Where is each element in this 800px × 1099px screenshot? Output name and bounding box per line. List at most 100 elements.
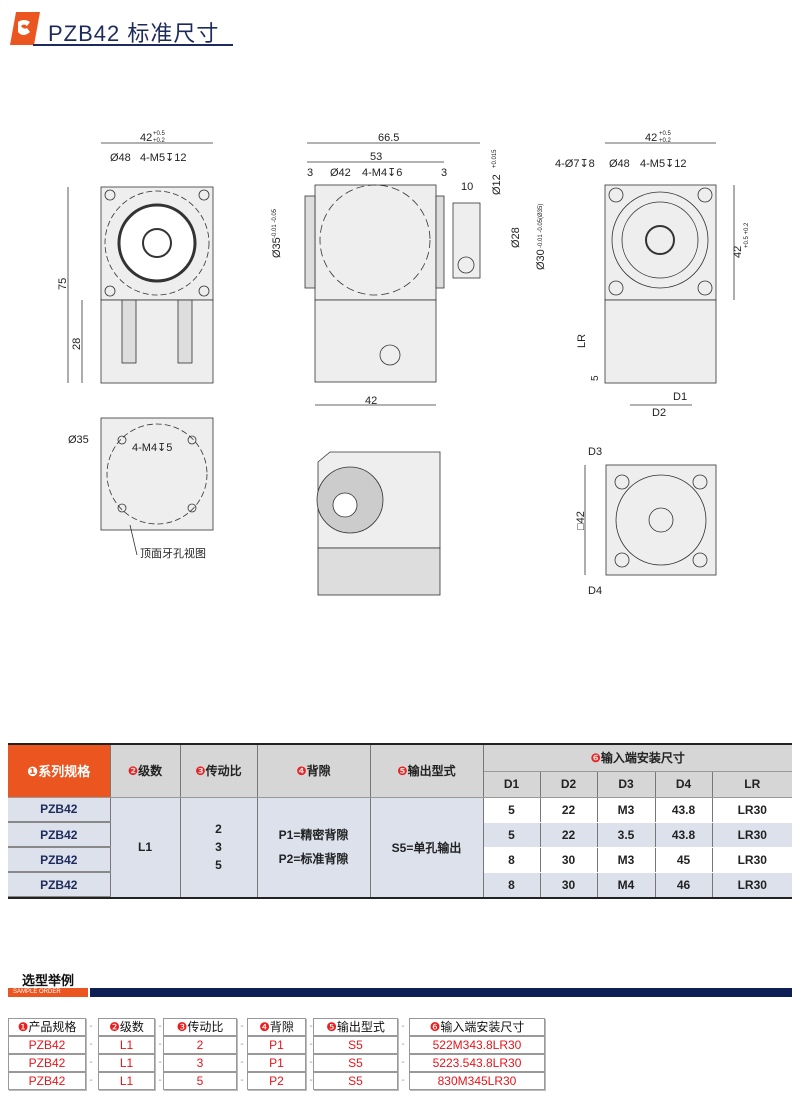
input-flange-view	[584, 464, 717, 576]
sample-header: ❷级数	[98, 1018, 155, 1036]
d1-cell: 8	[483, 872, 541, 898]
separator-dash: -	[309, 1021, 313, 1032]
sample-cell: L1	[98, 1054, 155, 1072]
separator-dash: -	[401, 1039, 405, 1050]
side-pcd-dim: Ø42	[330, 167, 351, 179]
sample-tag: SAMPLE ORDER	[8, 988, 88, 997]
separator-dash: -	[158, 1057, 162, 1068]
d3-cell: M4	[597, 872, 656, 898]
sample-header: ❶产品规格	[8, 1018, 86, 1036]
separator-dash: -	[89, 1057, 93, 1068]
right-height-tol: +0.5 +0.2	[744, 222, 750, 248]
sample-cell: PZB42	[8, 1036, 86, 1054]
side-pilot-tol: -0.01 -0.05	[272, 208, 278, 238]
input-d4-dim: D4	[588, 585, 602, 597]
sample-cell: 2	[163, 1036, 237, 1054]
separator-dash: -	[89, 1039, 93, 1050]
right-width-dim: 42	[645, 132, 657, 144]
right-width-tol-lower: +0.2	[659, 138, 672, 144]
header-stage: ❷级数	[110, 745, 181, 798]
right-holes-dim: 4-M5↧12	[640, 158, 687, 170]
lr-cell: LR30	[712, 872, 792, 898]
right-width-tol-upper: +0.5	[659, 131, 672, 137]
separator-dash: -	[240, 1075, 244, 1086]
header-input: ❻输入端安装尺寸	[483, 745, 792, 772]
sample-header: ❺输出型式	[313, 1018, 398, 1036]
header-d1: D1	[483, 771, 541, 798]
header-lr: LR	[712, 771, 792, 798]
side-d28-dim: Ø28	[510, 227, 522, 248]
sample-header: ❹背隙	[247, 1018, 306, 1036]
d4-cell: 43.8	[655, 822, 713, 848]
right-view	[604, 142, 735, 406]
side-d30-dim: Ø30	[535, 249, 547, 270]
separator-dash: -	[158, 1075, 162, 1086]
d3-cell: M3	[597, 847, 656, 873]
backlash-value: P1=精密背隙	[278, 828, 349, 842]
front-base-dim: 28	[71, 338, 83, 350]
d4-cell: 46	[655, 872, 713, 898]
sample-cell: S5	[313, 1036, 398, 1054]
sample-cell: L1	[98, 1072, 155, 1090]
front-holes-dim: 4-M5↧12	[140, 152, 187, 164]
sample-cell: 5	[163, 1072, 237, 1090]
right-corner-holes-dim: 4-Ø7↧8	[555, 158, 595, 170]
separator-dash: -	[401, 1057, 405, 1068]
top-view	[100, 417, 214, 556]
sample-separator: ----	[238, 1018, 246, 1090]
sample-cell: 522M343.8LR30	[409, 1036, 545, 1054]
lr-cell: LR30	[712, 847, 792, 873]
header-ratio: ❸传动比	[180, 745, 258, 798]
separator-dash: -	[89, 1075, 93, 1086]
side-holes-dim: 4-M4↧6	[362, 167, 402, 179]
header-d4: D4	[655, 771, 713, 798]
separator-dash: -	[158, 1039, 162, 1050]
model-cell: PZB42	[8, 822, 111, 848]
header-series: ❶系列规格	[8, 745, 111, 798]
input-d3-dim: D3	[588, 446, 602, 458]
right-lr-dim: LR	[576, 334, 588, 348]
d2-cell: 30	[540, 847, 598, 873]
table-top-rule	[8, 743, 792, 745]
d1-cell: 5	[483, 797, 541, 823]
header-d2: D2	[540, 771, 598, 798]
sample-separator: ----	[399, 1018, 407, 1090]
backlash-cell: P1=精密背隙 P2=标准背隙	[257, 797, 371, 898]
side-gap-left: 3	[307, 167, 313, 179]
sample-cell: PZB42	[8, 1054, 86, 1072]
sample-cell: 5223.543.8LR30	[409, 1054, 545, 1072]
separator-dash: -	[158, 1021, 162, 1032]
side-view	[304, 142, 481, 406]
d4-cell: 43.8	[655, 797, 713, 823]
front-view	[67, 142, 214, 384]
front-flange-dim: Ø48	[110, 152, 131, 164]
side-base-dim: 42	[365, 395, 377, 407]
side-body-dim: 53	[370, 151, 382, 163]
header-d3: D3	[597, 771, 656, 798]
table-bottom-rule	[8, 897, 792, 899]
separator-dash: -	[309, 1057, 313, 1068]
brand-logo	[10, 12, 40, 45]
top-holes-dim: 4-M4↧5	[132, 442, 172, 454]
sample-separator: ----	[87, 1018, 95, 1090]
sample-cell: P1	[247, 1054, 306, 1072]
backlash-value: P2=标准背隙	[278, 852, 349, 866]
separator-dash: -	[240, 1021, 244, 1032]
title-underline	[33, 44, 233, 46]
sample-cell: 3	[163, 1054, 237, 1072]
side-shaft-dim: Ø12	[491, 174, 503, 195]
front-width-dim: 42	[140, 132, 152, 144]
page-title: PZB42 标准尺寸	[48, 21, 220, 46]
d2-cell: 22	[540, 822, 598, 848]
sample-bar	[90, 988, 792, 997]
front-width-tol-upper: +0.5	[153, 131, 166, 137]
side-total-dim: 66.5	[378, 132, 399, 144]
